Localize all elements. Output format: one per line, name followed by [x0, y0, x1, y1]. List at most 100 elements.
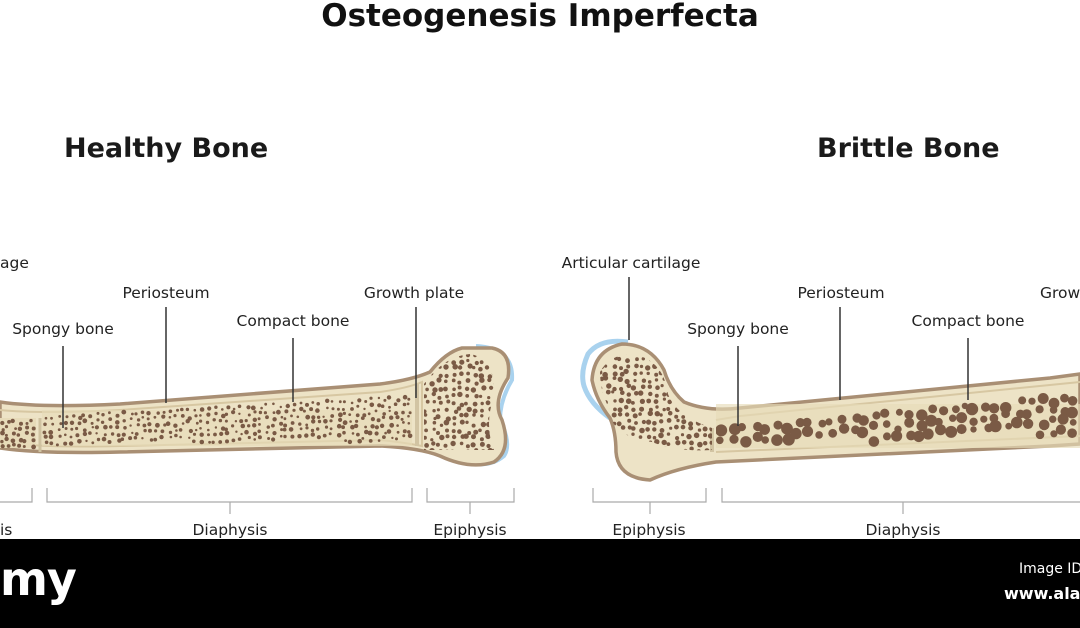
spongy-dot — [263, 411, 267, 415]
spongy-dot — [631, 407, 636, 412]
spongy-dot — [100, 420, 105, 424]
spongy-dot — [143, 428, 147, 433]
spongy-dot — [645, 365, 651, 371]
spongy-dot — [478, 366, 483, 372]
spongy-dot — [925, 414, 938, 427]
spongy-dot — [247, 435, 251, 440]
spongy-dot — [68, 441, 74, 446]
spongy-dot — [641, 378, 647, 383]
spongy-dot — [825, 418, 833, 426]
spongy-dot — [634, 391, 639, 396]
spongy-dot — [381, 415, 386, 419]
spongy-dot — [75, 433, 80, 438]
spongy-dot — [432, 409, 436, 413]
spongy-dot — [473, 429, 479, 435]
healthy-label-spongy-bone: Spongy bone — [12, 320, 114, 338]
spongy-dot — [659, 413, 663, 417]
healthy-label-compact-bone: Compact bone — [237, 312, 350, 330]
watermark-footer: my Image ID www.ala — [0, 539, 1080, 628]
spongy-dot — [620, 390, 625, 396]
spongy-dot — [63, 420, 68, 426]
spongy-dot — [1050, 430, 1058, 438]
spongy-dot — [452, 387, 456, 392]
spongy-dot — [123, 426, 127, 430]
spongy-dot — [439, 434, 445, 441]
spongy-dot — [661, 356, 668, 363]
healthy-spongy-dots — [42, 394, 413, 447]
spongy-dot — [338, 400, 342, 404]
spongy-dot — [317, 419, 322, 424]
spongy-dot — [895, 408, 903, 416]
spongy-dot — [193, 408, 197, 412]
spongy-dot — [59, 422, 63, 426]
spongy-dot — [431, 391, 436, 397]
spongy-dot — [619, 371, 625, 377]
spongy-dot — [424, 409, 427, 414]
spongy-dot — [438, 354, 444, 357]
spongy-dot — [386, 429, 392, 434]
spongy-dot — [101, 436, 107, 442]
spongy-dot — [479, 394, 483, 398]
spongy-dot — [487, 374, 493, 379]
spongy-dot — [142, 423, 147, 428]
spongy-dot — [280, 415, 284, 419]
spongy-dot — [116, 433, 121, 438]
spongy-dot — [471, 434, 476, 440]
spongy-dot — [1060, 393, 1069, 403]
spongy-dot — [679, 371, 685, 377]
spongy-dot — [12, 442, 16, 447]
spongy-dot — [619, 386, 624, 392]
spongy-dot — [891, 430, 903, 442]
spongy-dot — [383, 398, 387, 402]
spongy-dot — [344, 439, 347, 442]
spongy-dot — [10, 418, 15, 424]
spongy-dot — [304, 433, 309, 438]
spongy-dot — [612, 386, 617, 392]
spongy-dot — [353, 423, 359, 429]
spongy-dot — [480, 401, 484, 406]
spongy-dot — [945, 425, 958, 438]
spongy-dot — [285, 403, 290, 409]
spongy-dot — [224, 412, 229, 416]
spongy-dot — [19, 421, 23, 426]
spongy-dot — [299, 401, 303, 405]
spongy-dot — [752, 431, 763, 442]
spongy-dot — [709, 350, 713, 354]
spongy-dot — [759, 424, 770, 435]
spongy-dot — [652, 435, 657, 440]
spongy-dot — [648, 391, 653, 397]
spongy-dot — [659, 428, 665, 433]
spongy-dot — [369, 402, 375, 408]
spongy-dot — [704, 469, 709, 474]
spongy-dot — [694, 368, 700, 374]
spongy-dot — [662, 397, 667, 401]
brittle-label-periosteum: Periosteum — [797, 284, 884, 302]
spongy-dot — [605, 389, 611, 395]
spongy-dot — [1038, 419, 1050, 431]
spongy-dot — [684, 376, 688, 381]
spongy-dot — [232, 407, 236, 411]
spongy-dot — [316, 415, 321, 419]
spongy-dot — [459, 402, 465, 408]
spongy-dot — [710, 371, 712, 375]
spongy-dot — [25, 422, 29, 425]
spongy-dot — [952, 405, 960, 414]
spongy-dot — [121, 409, 127, 415]
spongy-dot — [600, 427, 604, 432]
spongy-dot — [326, 406, 329, 410]
spongy-dot — [153, 415, 157, 419]
spongy-dot — [208, 440, 212, 444]
spongy-dot — [913, 430, 925, 443]
spongy-dot — [667, 410, 673, 416]
spongy-dot — [69, 420, 75, 425]
spongy-dot — [424, 435, 427, 440]
spongy-dot — [88, 431, 92, 435]
spongy-dot — [77, 439, 82, 444]
spongy-dot — [181, 422, 185, 425]
spongy-dot — [613, 407, 617, 412]
spongy-dot — [338, 412, 343, 418]
spongy-dot — [231, 410, 236, 415]
brittle-region-diaphysis: Diaphysis — [865, 521, 940, 539]
spongy-dot — [168, 416, 172, 419]
